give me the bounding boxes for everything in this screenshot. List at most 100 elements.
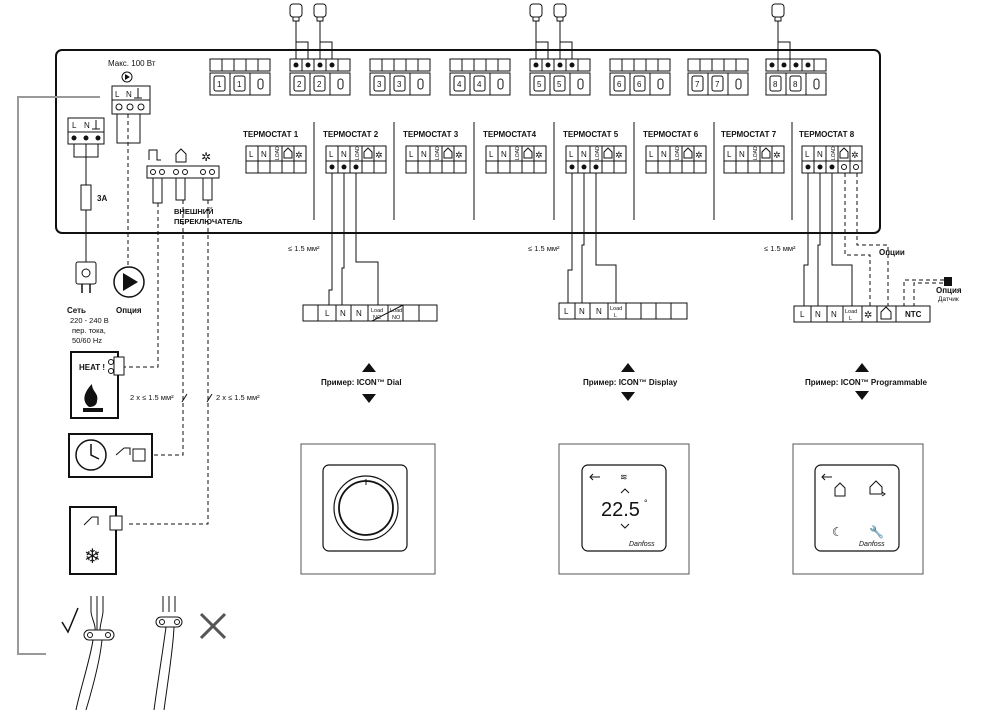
- snowflake-icon: ❄: [84, 546, 101, 568]
- actuator-number: 5: [537, 80, 542, 89]
- svg-text:L: L: [649, 150, 654, 159]
- actuator-number: 2: [317, 80, 322, 89]
- svg-text:N: N: [739, 150, 745, 159]
- sensor-option-title: Опция: [936, 286, 962, 295]
- power-frequency: 50/60 Hz: [72, 336, 102, 345]
- svg-text:LOAD: LOAD: [275, 146, 281, 160]
- thermostat-label: ТЕРМОСТАТ 7: [721, 130, 777, 139]
- display-example-caption: Пример: ICON™ Display: [583, 378, 678, 387]
- actuator-number: 6: [637, 80, 642, 89]
- actuator-number: 5: [557, 80, 562, 89]
- svg-text:L: L: [614, 313, 617, 319]
- svg-text:Load: Load: [371, 308, 383, 314]
- back-arrow-icon-prog: [821, 473, 832, 481]
- actuator-icon: [771, 3, 791, 59]
- svg-text:LOAD: LOAD: [355, 146, 361, 160]
- power-title: Сеть: [67, 306, 86, 315]
- thermostat-label: ТЕРМОСТАТ4: [483, 130, 537, 139]
- cable-correct-icon: [61, 596, 115, 711]
- svg-text:L: L: [805, 150, 810, 159]
- svg-text:L: L: [569, 150, 574, 159]
- svg-text:LOAD: LOAD: [595, 146, 601, 160]
- svg-text:N: N: [501, 150, 507, 159]
- power-type: пер. тока,: [72, 326, 106, 335]
- cool-symbol-icon: ✲: [201, 150, 211, 164]
- up-chevron-icon: [620, 488, 630, 494]
- display-terminal-block: L N N Load L: [558, 302, 688, 320]
- cable-incorrect-icon: [153, 596, 227, 711]
- actuator-icon: [529, 3, 549, 59]
- icon-programmable-thermostat: ☾ 🔧 Danfoss: [792, 443, 924, 575]
- svg-text:L: L: [115, 90, 120, 99]
- svg-text:L: L: [329, 150, 334, 159]
- moon-icon: ☾: [832, 525, 843, 539]
- svg-text:✲: ✲: [375, 150, 383, 160]
- svg-text:✲: ✲: [455, 150, 463, 160]
- actuator-number: 2: [297, 80, 302, 89]
- dial-example: Пример: ICON™ Dial: [321, 363, 402, 403]
- controller-box: [55, 49, 881, 234]
- actuator-number: 7: [695, 80, 700, 89]
- svg-text:N: N: [815, 310, 821, 319]
- svg-text:N: N: [661, 150, 667, 159]
- actuator-number: 7: [715, 80, 720, 89]
- actuator-icon: [313, 3, 333, 59]
- icon-display-thermostat: ≋ 22.5 ° Danfoss: [558, 443, 690, 575]
- svg-text:✲: ✲: [535, 150, 543, 160]
- thermostat-label: ТЕРМОСТАТ 5: [563, 130, 619, 139]
- svg-text:N: N: [596, 307, 602, 316]
- svg-text:N: N: [831, 310, 837, 319]
- home-away-icon: [869, 480, 883, 495]
- actuator-icon: [553, 3, 573, 59]
- svg-text:LOAD: LOAD: [753, 146, 759, 160]
- svg-text:N: N: [356, 309, 362, 318]
- down-chevron-icon: [620, 523, 630, 529]
- actuator-number: 4: [477, 80, 482, 89]
- svg-text:Load: Load: [390, 308, 402, 314]
- programmable-example: Пример: ICON™ Programmable: [805, 363, 927, 400]
- programmable-terminal-block: L N N Load L ✲ NTC: [793, 305, 931, 323]
- svg-text:L: L: [849, 316, 852, 322]
- heat-switch-symbol-icon: [148, 149, 161, 161]
- svg-text:✲: ✲: [851, 150, 859, 160]
- thermostat-label: ТЕРМОСТАТ 3: [403, 130, 459, 139]
- heat-label: HEAT !: [79, 363, 105, 372]
- svg-text:✲: ✲: [201, 150, 211, 164]
- heat-waves-icon: ≋: [620, 472, 628, 482]
- sensor-option-sub: Датчик: [938, 296, 959, 303]
- actuator-icon: [289, 3, 309, 59]
- wrench-icon: 🔧: [869, 524, 884, 539]
- power-voltage: 220 - 240 В: [70, 316, 109, 325]
- actuator-number: 1: [237, 80, 242, 89]
- svg-text:Load: Load: [845, 309, 857, 315]
- thermostat-label: ТЕРМОСТАТ 2: [323, 130, 379, 139]
- brand-logo-programmable: Danfoss: [859, 541, 885, 548]
- svg-text:N: N: [817, 150, 823, 159]
- external-switch-line2: ПЕРЕКЛЮЧАТЕЛЬ: [174, 217, 243, 226]
- max-power-label: Макс. 100 Вт: [108, 59, 156, 68]
- wire-size-label-5: ≤ 1.5 мм²: [528, 244, 560, 253]
- svg-text:LOAD: LOAD: [831, 146, 837, 160]
- svg-text:N: N: [421, 150, 427, 159]
- svg-text:N: N: [581, 150, 587, 159]
- back-arrow-icon: [589, 473, 600, 481]
- dial-example-caption: Пример: ICON™ Dial: [321, 378, 402, 387]
- actuator-number: 8: [793, 80, 798, 89]
- home-icon: [880, 306, 892, 320]
- actuator-number: 4: [457, 80, 462, 89]
- thermostat-label: ТЕРМОСТАТ 1: [243, 130, 299, 139]
- svg-text:N: N: [579, 307, 585, 316]
- svg-text:L: L: [800, 310, 805, 319]
- svg-text:L: L: [409, 150, 414, 159]
- options-label: Опции: [879, 248, 905, 257]
- svg-text:N: N: [84, 121, 90, 130]
- svg-text:✲: ✲: [695, 150, 703, 160]
- actuator-number: 3: [397, 80, 402, 89]
- thermostat-label: ТЕРМОСТАТ 6: [643, 130, 699, 139]
- svg-text:Load: Load: [610, 306, 622, 312]
- fuse-label: 3A: [97, 194, 107, 203]
- svg-text:✲: ✲: [615, 150, 623, 160]
- heat-source-device: HEAT !: [70, 351, 119, 419]
